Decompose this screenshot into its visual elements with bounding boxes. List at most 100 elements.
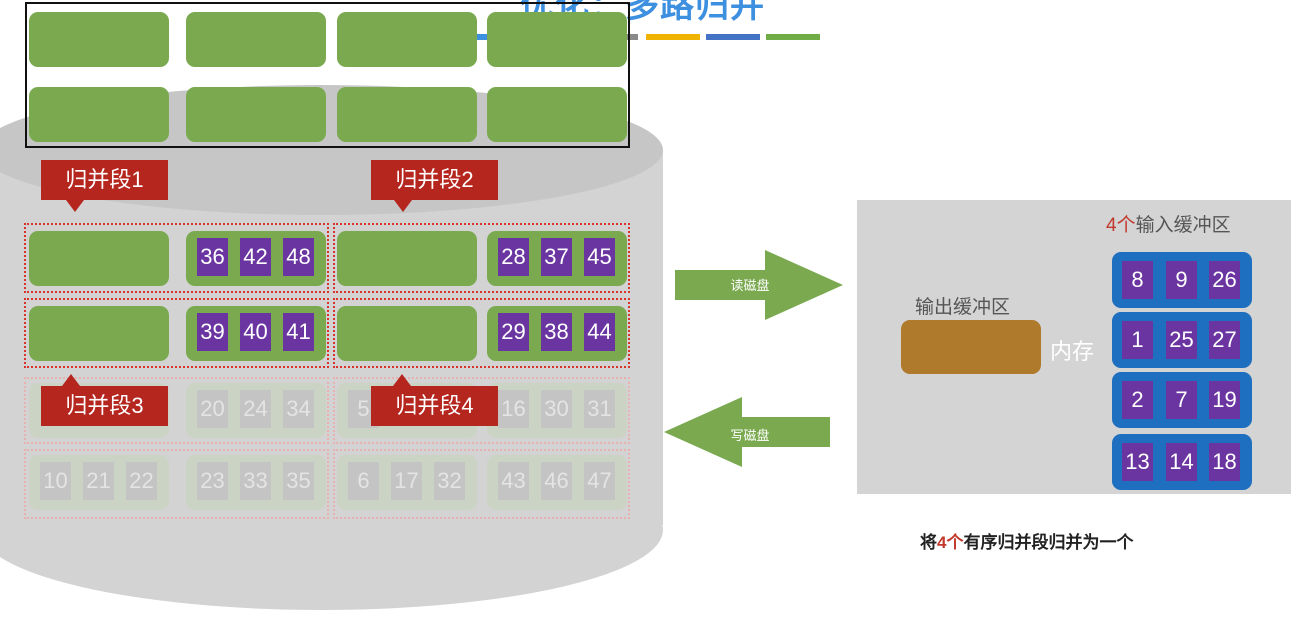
memory-label: 内存 — [1050, 339, 1095, 364]
number-cell: 39 — [197, 313, 228, 351]
number-cell: 27 — [1209, 321, 1240, 359]
number-cell: 30 — [541, 390, 572, 428]
number-cell: 2 — [1122, 381, 1153, 419]
disk-block — [337, 12, 477, 67]
caption: 将4个有序归并段归并为一个 — [920, 528, 1133, 553]
disk-block: 36 42 48 — [186, 231, 326, 286]
number-cell: 16 — [498, 390, 529, 428]
output-buffer — [901, 320, 1041, 374]
disk-block: 20 24 34 — [186, 383, 326, 438]
number-cell: 25 — [1166, 321, 1197, 359]
number-cell: 13 — [1122, 443, 1153, 481]
disk-block — [186, 87, 326, 142]
disk-block — [29, 306, 169, 361]
disk-block — [487, 12, 627, 67]
disk-block: 10 21 22 — [29, 455, 169, 510]
segment-box-2-row1 — [333, 223, 630, 293]
disk-block — [337, 306, 477, 361]
output-buffer-label: 输出缓冲区 — [915, 297, 1011, 318]
disk-block: 29 38 44 — [487, 306, 627, 361]
number-cell: 33 — [240, 462, 271, 500]
title-underline-green — [766, 34, 820, 40]
disk-block: 28 37 45 — [487, 231, 627, 286]
disk-block — [29, 231, 169, 286]
segment-box-1-row2 — [24, 298, 329, 368]
segment-box-faded-row3-left — [24, 377, 329, 444]
number-cell: 38 — [541, 313, 572, 351]
input-buffer-title-text: 输入缓冲区 — [1135, 215, 1231, 236]
number-cell: 22 — [126, 462, 157, 500]
number-cell: 45 — [584, 238, 615, 276]
input-buffer: 1 25 27 — [1112, 312, 1252, 368]
number-cell: 29 — [498, 313, 529, 351]
caption-suffix: 有序归并段归并为一个 — [963, 533, 1134, 552]
number-cell: 14 — [1166, 443, 1197, 481]
number-cell: 44 — [584, 313, 615, 351]
caption-count: 4个 — [937, 533, 964, 552]
segment-box-faded-row4-left — [24, 449, 329, 519]
segment-label-4: 归并段4 — [371, 386, 498, 426]
segment-label-2: 归并段2 — [371, 160, 498, 200]
number-cell: 47 — [584, 462, 615, 500]
number-cell: 40 — [240, 313, 271, 351]
number-cell: 10 — [40, 462, 71, 500]
disk-block: 39 40 41 — [186, 306, 326, 361]
number-cell: 17 — [391, 462, 422, 500]
number-cell: 6 — [348, 462, 379, 500]
disk-block — [29, 12, 169, 67]
input-buffer-title: 4个输入缓冲区 — [1106, 210, 1231, 237]
segment-label-1: 归并段1 — [41, 160, 168, 200]
disk-block: 23 33 35 — [186, 455, 326, 510]
segment-label-1-pointer — [66, 200, 84, 212]
title-underline-yellow — [646, 34, 700, 40]
disk-block — [186, 12, 326, 67]
segment-box-2-row2 — [333, 298, 630, 368]
read-disk-label: 读磁盘 — [730, 278, 770, 293]
disk-block: 16 30 31 — [487, 383, 627, 438]
segment-label-2-pointer — [394, 200, 412, 212]
write-disk-arrow — [664, 397, 830, 467]
input-buffer-count: 4个 — [1106, 215, 1136, 236]
disk-block — [337, 231, 477, 286]
disk-block — [29, 87, 169, 142]
segment-box-faded-row4-right — [333, 449, 630, 519]
number-cell: 42 — [240, 238, 271, 276]
number-cell: 7 — [1166, 381, 1197, 419]
read-disk-arrow — [675, 250, 843, 320]
number-cell: 48 — [283, 238, 314, 276]
segment-label-3-pointer — [62, 374, 80, 386]
number-cell: 23 — [197, 462, 228, 500]
disk-block: 43 46 47 — [487, 455, 627, 510]
number-cell: 28 — [498, 238, 529, 276]
disk-block: 6 17 32 — [337, 455, 477, 510]
number-cell: 1 — [1122, 321, 1153, 359]
title-underline-indigo — [706, 34, 760, 40]
number-cell: 46 — [541, 462, 572, 500]
segment-label-3: 归并段3 — [41, 386, 168, 426]
number-cell: 26 — [1209, 261, 1240, 299]
disk-block — [487, 87, 627, 142]
number-cell: 9 — [1166, 261, 1197, 299]
number-cell: 24 — [240, 390, 271, 428]
number-cell: 32 — [434, 462, 465, 500]
segment-label-4-pointer — [393, 374, 411, 386]
caption-prefix: 将 — [920, 533, 937, 552]
number-cell: 18 — [1209, 443, 1240, 481]
number-cell: 8 — [1122, 261, 1153, 299]
number-cell: 41 — [283, 313, 314, 351]
input-buffer: 2 7 19 — [1112, 372, 1252, 428]
input-buffer: 8 9 26 — [1112, 252, 1252, 308]
number-cell: 20 — [197, 390, 228, 428]
input-buffer: 13 14 18 — [1112, 434, 1252, 490]
number-cell: 19 — [1209, 381, 1240, 419]
loaded-blocks-frame — [25, 2, 630, 148]
number-cell: 36 — [197, 238, 228, 276]
disk-block — [337, 87, 477, 142]
number-cell: 37 — [541, 238, 572, 276]
segment-box-faded-row3-right — [333, 377, 630, 444]
segment-box-1-row1 — [24, 223, 329, 293]
number-cell: 21 — [83, 462, 114, 500]
write-disk-label: 写磁盘 — [730, 428, 770, 443]
number-cell: 43 — [498, 462, 529, 500]
number-cell: 31 — [584, 390, 615, 428]
